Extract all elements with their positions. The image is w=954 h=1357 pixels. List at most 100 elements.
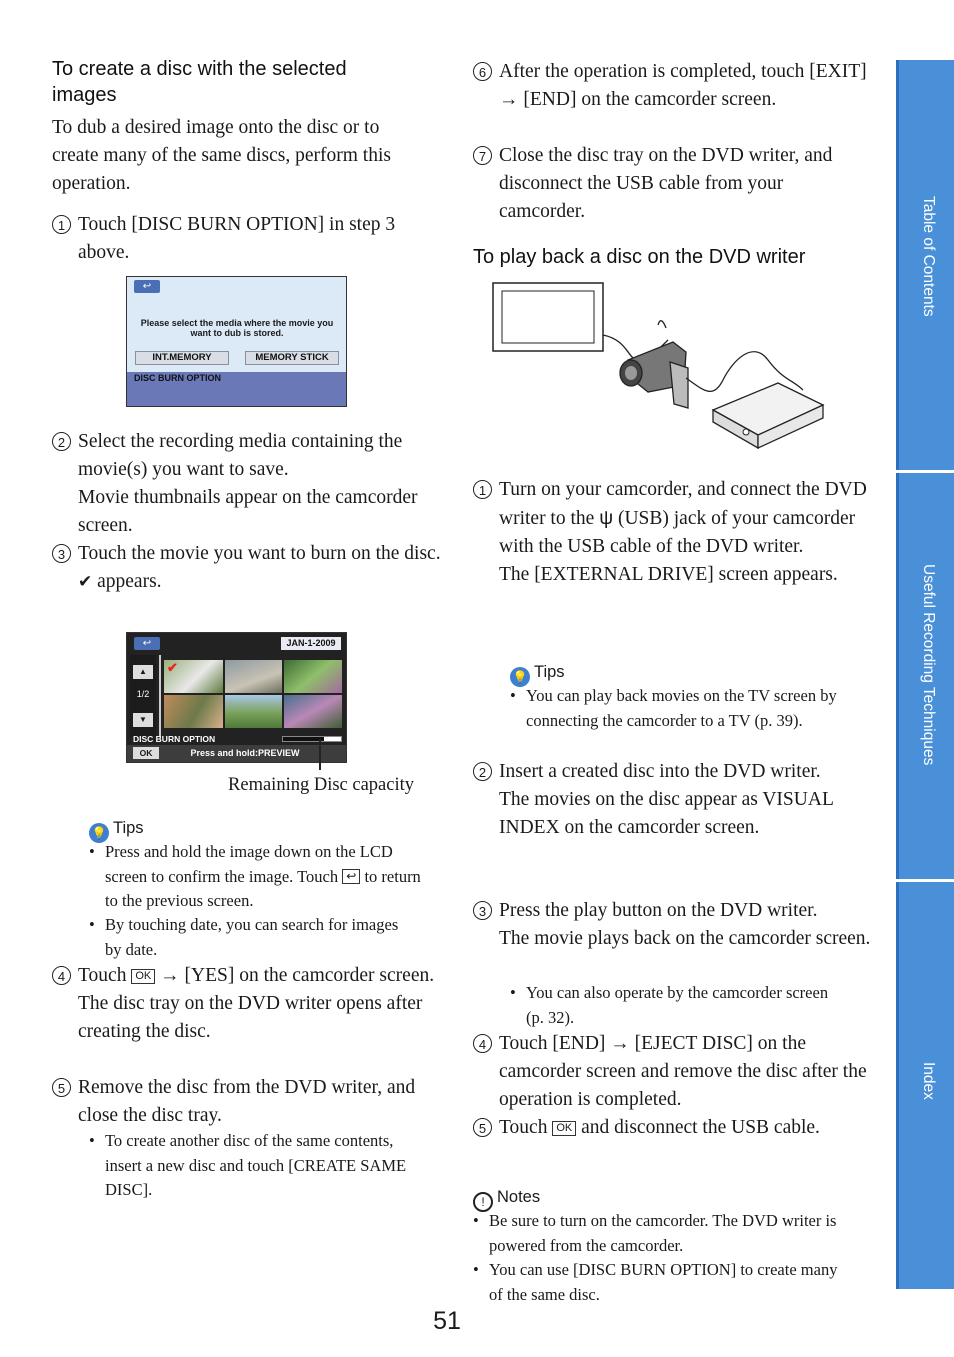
screen-footer-label: DISC BURN OPTION <box>133 734 216 744</box>
screen-message: Please select the media where the movie … <box>140 318 334 338</box>
step-text: After the operation is completed, touch … <box>499 61 867 110</box>
camcorder-icon <box>619 341 689 409</box>
tips-lightbulb-icon: 💡 <box>89 823 109 843</box>
tab-useful-recording-techniques[interactable]: Useful Recording Techniques <box>896 473 954 879</box>
tv-icon <box>492 282 604 352</box>
screen-hint: Press and hold:PREVIEW <box>190 748 300 758</box>
step-number: 2 <box>52 432 71 451</box>
thumbnail[interactable] <box>284 695 342 728</box>
tab-label: Index <box>920 1062 937 1100</box>
note-item: You can use [DISC BURN OPTION] to create… <box>473 1258 849 1307</box>
step-5-bullet: To create another disc of the same conte… <box>89 1129 415 1203</box>
right-step-3: 3 Press the play button on the DVD write… <box>473 897 879 953</box>
tip-text: Press and hold the image down on the LCD… <box>105 842 393 886</box>
step-subtext: The [EXTERNAL DRIVE] screen appears. <box>499 564 838 585</box>
note-item: Be sure to turn on the camcorder. The DV… <box>473 1209 839 1258</box>
right-step-5: 5 Touch OK and disconnect the USB cable. <box>473 1114 859 1142</box>
dvd-writer-icon <box>711 382 825 450</box>
thumbnail[interactable] <box>164 695 223 728</box>
right-step-2: 2 Insert a created disc into the DVD wri… <box>473 758 871 842</box>
step-text: Touch the movie you want to burn on the … <box>78 543 441 564</box>
step-number: 7 <box>473 146 492 165</box>
screen-bottom-bar: OK Press and hold:PREVIEW <box>127 745 346 762</box>
page-indicator: 1/2 <box>136 689 150 699</box>
step-number: 2 <box>473 762 492 781</box>
usb-icon: ψ <box>599 507 614 529</box>
thumbnail[interactable]: ✔ <box>164 660 223 693</box>
tab-label: Table of Contents <box>920 196 937 317</box>
scroll-panel: ▲ 1/2 ▼ <box>130 655 156 737</box>
step-subtext: The movies on the disc appear as VISUAL … <box>499 789 834 838</box>
checkmark-icon: ✔ <box>78 572 93 591</box>
checkmark-icon: ✔ <box>167 660 178 675</box>
left-step-5: 5 Remove the disc from the DVD writer, a… <box>52 1074 448 1130</box>
ok-key-icon: OK <box>131 969 156 984</box>
step-3-bullet: You can also operate by the camcorder sc… <box>510 981 836 1030</box>
step-number: 5 <box>52 1078 71 1097</box>
step-subtext: appears. <box>97 571 162 592</box>
thumbnail[interactable] <box>284 660 342 693</box>
tip-item: Press and hold the image down on the LCD… <box>89 840 425 914</box>
step-text: Close the disc tray on the DVD writer, a… <box>499 145 833 222</box>
media-select-screen: ↩ Please select the media where the movi… <box>126 276 347 407</box>
left-step-2: 2 Select the recording media containing … <box>52 428 448 540</box>
step-number: 3 <box>52 544 71 563</box>
section-heading-create-disc: To create a disc with the selected image… <box>52 58 347 106</box>
right-step-1: 1 Turn on your camcorder, and connect th… <box>473 476 871 589</box>
step-text: Insert a created disc into the DVD write… <box>499 761 821 782</box>
intro-text: To dub a desired image onto the disc or … <box>52 117 391 194</box>
tab-table-of-contents[interactable]: Table of Contents <box>896 60 954 470</box>
step-text: Select the recording media containing th… <box>78 431 403 480</box>
ok-key-icon: OK <box>552 1121 577 1136</box>
step-text: Turn on your camcorder, and connect the … <box>499 479 867 529</box>
step-text: Touch [END] → [EJECT DISC] on the camcor… <box>499 1033 867 1110</box>
ok-button[interactable]: OK <box>133 747 159 759</box>
date-button[interactable]: JAN-1-2009 <box>281 637 341 650</box>
step-number: 5 <box>473 1118 492 1137</box>
remaining-capacity-callout: Remaining Disc capacity <box>228 775 414 795</box>
step-text: Remove the disc from the DVD writer, and… <box>78 1077 416 1126</box>
callout-line <box>319 739 321 770</box>
tip-text: By touching date, you can search for ima… <box>105 915 399 959</box>
int-memory-button[interactable]: INT.MEMORY <box>135 351 229 365</box>
screen-footer-label: DISC BURN OPTION <box>127 372 346 384</box>
tab-index[interactable]: Index <box>896 882 954 1289</box>
step-number: 6 <box>473 62 492 81</box>
screen-footer-bar <box>127 384 346 406</box>
tips-heading: 💡Tips <box>510 661 565 687</box>
return-key-icon: ↩ <box>342 868 361 884</box>
scroll-down-icon[interactable]: ▼ <box>133 713 153 727</box>
tips-label: Tips <box>113 819 144 837</box>
tip-item: By touching date, you can search for ima… <box>89 913 405 962</box>
step-subtext: The movie plays back on the camcorder sc… <box>499 928 871 949</box>
back-icon[interactable]: ↩ <box>134 280 160 293</box>
right-step-4: 4 Touch [END] → [EJECT DISC] on the camc… <box>473 1030 871 1114</box>
connection-illustration <box>492 282 825 450</box>
scroll-up-icon[interactable]: ▲ <box>133 665 153 679</box>
tips-label: Tips <box>534 663 565 681</box>
tip-text: to return to the previous screen. <box>105 866 421 911</box>
step-subtext: The disc tray on the DVD writer opens af… <box>78 993 423 1042</box>
divider <box>159 655 161 737</box>
notes-label: Notes <box>497 1188 541 1206</box>
thumbnail[interactable] <box>225 660 282 693</box>
memory-stick-button[interactable]: MEMORY STICK <box>245 351 339 365</box>
step-subtext: Movie thumbnails appear on the camcorder… <box>78 487 418 536</box>
section-heading-play-back: To play back a disc on the DVD writer <box>473 246 806 268</box>
step-text: → [YES] on the camcorder screen. <box>160 965 435 986</box>
step-number: 1 <box>52 215 71 234</box>
thumbnail-screen: ↩ JAN-1-2009 ▲ 1/2 ▼ ✔ DISC BURN OPTION … <box>126 632 347 763</box>
step-text: and disconnect the USB cable. <box>581 1117 820 1138</box>
back-icon[interactable]: ↩ <box>134 637 160 650</box>
step-text: Touch <box>78 965 127 986</box>
tip-item: You can play back movies on the TV scree… <box>510 684 842 733</box>
step-text: Press the play button on the DVD writer. <box>499 900 818 921</box>
page-number: 51 <box>433 1307 461 1335</box>
right-step-7: 7 Close the disc tray on the DVD writer,… <box>473 142 871 226</box>
right-step-6: 6 After the operation is completed, touc… <box>473 58 871 114</box>
step-number: 4 <box>473 1034 492 1053</box>
thumbnail[interactable] <box>225 695 282 728</box>
left-step-4: 4 Touch OK → [YES] on the camcorder scre… <box>52 962 448 1046</box>
step-number: 1 <box>473 480 492 499</box>
step-text: (USB) jack of your camcorder with the US… <box>499 508 856 557</box>
